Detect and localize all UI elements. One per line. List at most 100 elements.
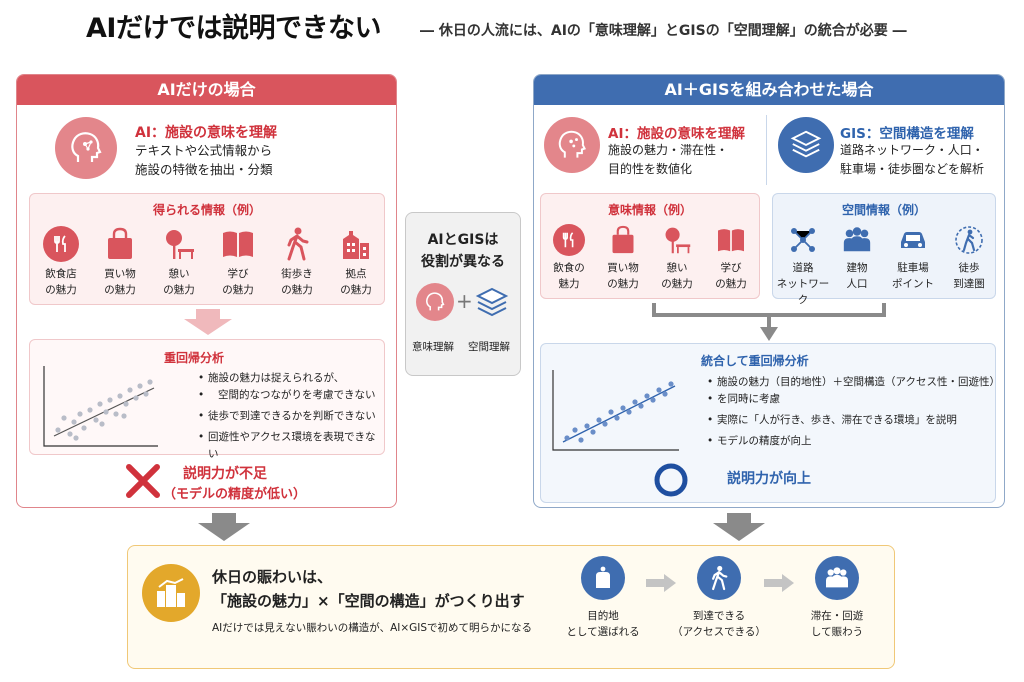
ai-desc-1: 施設の魅力・滞在性・ <box>608 143 729 157</box>
fork-knife-icon <box>553 224 585 256</box>
people-icon <box>841 224 873 256</box>
icon-item-relax: 憩いの魅力 <box>649 224 705 292</box>
ai-desc-2: 施設の特徴を抽出・分類 <box>135 162 273 177</box>
gis-desc-1: 道路ネットワーク・人口・ <box>840 143 984 157</box>
bullet: 徒歩で到達できるかを判断できない <box>198 408 384 425</box>
mid-title-1: AIとGISは <box>427 232 499 248</box>
conclusion-line-3: AIだけでは見えない賑わいの構造が、AI×GISで初めて明らかになる <box>212 622 533 634</box>
item-line-1: 買い物 <box>607 262 639 274</box>
item-line-2: の魅力 <box>163 284 195 296</box>
step-destination: 目的地として選ばれる <box>548 556 658 640</box>
icon-item-parking: 駐車場ポイント <box>885 224 941 292</box>
item-line-1: 買い物 <box>104 268 136 280</box>
icon-item-hub: 拠点の魅力 <box>328 226 384 298</box>
bullet: 施設の魅力（目的地性）＋空間構造（アクセス性・回遊性） <box>707 374 1000 391</box>
step-access: 到達できる（アクセスできる） <box>664 556 774 640</box>
step-stay: 滞在・回遊して賑わう <box>782 556 892 640</box>
layers-icon <box>474 285 510 325</box>
page-subtitle: ― 休日の人流には、AIの「意味理解」とGISの「空間理解」の統合が必要 ― <box>420 23 907 39</box>
down-arrow-icon <box>184 309 232 335</box>
item-line-2: の魅力 <box>222 284 254 296</box>
icon-item-walking: 街歩きの魅力 <box>269 226 325 298</box>
meaning-info-box: 意味情報（例） 飲食の魅力 買い物の魅力 憩いの魅力 学びの魅力 <box>540 193 760 299</box>
mid-label-2: 空間理解 <box>468 341 510 353</box>
gis-desc-2: 駐車場・徒歩圏などを解析 <box>840 162 985 176</box>
ai-desc-2: 目的性を数値化 <box>608 162 693 176</box>
layers-icon <box>778 117 834 173</box>
item-line-2: の魅力 <box>607 278 639 290</box>
walking-icon <box>279 226 315 262</box>
shopping-bag-icon <box>102 226 138 262</box>
step-line-1: 滞在・回遊 <box>810 610 864 622</box>
network-icon <box>787 224 819 256</box>
scatter-plot-icon <box>552 370 679 451</box>
integrated-regression-box: 統合して重回帰分析 施設の魅力（目的地性）＋空間構造（アクセス性・回遊性） を同… <box>540 343 1000 503</box>
page-title: AIだけでは説明できない <box>86 13 381 44</box>
mid-title-2: 役割が異なる <box>421 254 505 270</box>
item-line-1: 駐車場 <box>897 262 929 274</box>
ai-only-panel: AIだけの場合 AI：施設の意味を理解 テキストや公式情報から 施設の特徴を抽出… <box>16 74 397 508</box>
regression-title: 重回帰分析 <box>164 351 225 365</box>
book-icon <box>715 224 747 256</box>
gis-label: GIS：空間構造を理解 <box>840 126 974 142</box>
tree-bench-icon <box>161 226 197 262</box>
meaning-title: 意味情報（例） <box>607 203 692 217</box>
merge-arrow-icon <box>652 303 886 341</box>
ai-gis-panel: AI＋GISを組み合わせた場合 AI：施設の意味を理解 施設の魅力・滞在性・ 目… <box>533 74 1005 508</box>
item-line-1: 憩い <box>168 268 190 280</box>
plus-icon: + <box>456 289 473 313</box>
item-line-1: 学び <box>227 268 249 280</box>
scatter-plot-icon <box>43 366 158 447</box>
info-box: 得られる情報（例） 飲食店の魅力 買い物の魅力 憩いの魅力 学びの魅力 街歩きの… <box>29 193 385 305</box>
ai-only-header: AIだけの場合 <box>17 75 396 105</box>
step-line-2: として選ばれる <box>566 626 640 638</box>
bullet: モデルの精度が向上 <box>707 433 995 450</box>
tree-bench-icon <box>661 224 693 256</box>
ai-label: AI：施設の意味を理解 <box>608 126 745 142</box>
item-line-1: 建物 <box>846 262 868 274</box>
conclusion-box: 休日の賑わいは、 「施設の魅力」×「空間の構造」がつくり出す AIだけでは見えな… <box>127 545 895 669</box>
space-info-box: 空間情報（例） 道路ネットワーク 建物人口 駐車場ポイント 徒歩到達圏 <box>772 193 997 306</box>
destination-icon <box>581 556 625 600</box>
icon-item-food: 飲食の魅力 <box>541 224 597 292</box>
icon-item-population: 建物人口 <box>829 224 885 292</box>
icon-item-food: 飲食店の魅力 <box>33 226 89 298</box>
step-line-2: して賑わう <box>810 626 864 638</box>
building-icon <box>338 226 374 262</box>
icon-item-walk-area: 徒歩到達圏 <box>941 224 997 292</box>
bullet: 回遊性やアクセス環境を表現できない <box>198 429 384 463</box>
bullet: 施設の魅力は捉えられるが、 <box>198 370 384 387</box>
item-line-2: の魅力 <box>281 284 313 296</box>
bullet: 実際に「人が行き、歩き、滞在できる環境」を説明 <box>707 412 995 429</box>
info-title: 得られる情報（例） <box>152 203 261 217</box>
icon-item-learning: 学びの魅力 <box>703 224 759 292</box>
item-line-2: の魅力 <box>104 284 136 296</box>
crowd-icon <box>815 556 859 600</box>
bullet-cont: を同時に考慮 <box>707 391 995 408</box>
book-icon <box>220 226 256 262</box>
step-line-1: 目的地 <box>587 610 619 622</box>
down-arrow-icon <box>713 513 765 541</box>
item-line-1: 憩い <box>666 262 688 274</box>
integrated-bullets: 施設の魅力（目的地性）＋空間構造（アクセス性・回遊性） を同時に考慮 実際に「人… <box>707 374 1000 450</box>
shopping-bag-icon <box>607 224 639 256</box>
item-line-2: の魅力 <box>715 278 747 290</box>
ai-head-icon <box>55 117 117 179</box>
result-label: 説明力が向上 <box>727 471 811 487</box>
item-line-1: 道路 <box>792 262 814 274</box>
walking-icon <box>697 556 741 600</box>
item-line-2: の魅力 <box>45 284 77 296</box>
item-line-2: の魅力 <box>340 284 372 296</box>
step-line-2: （アクセスできる） <box>672 626 766 638</box>
right-arrow-icon <box>764 574 794 592</box>
space-title: 空間情報（例） <box>841 203 926 217</box>
item-line-1: 街歩き <box>281 268 313 280</box>
ai-label: AI：施設の意味を理解 <box>135 125 278 141</box>
item-line-2: 人口 <box>846 278 868 290</box>
bullet-continuation: 空間的なつながりを考慮できない <box>218 389 376 401</box>
ai-gis-header: AI＋GISを組み合わせた場合 <box>534 75 1004 105</box>
result-label: 説明力が不足 <box>183 466 267 482</box>
cross-icon <box>126 464 160 498</box>
icon-item-relax: 憩いの魅力 <box>151 226 207 298</box>
city-icon <box>142 564 200 622</box>
